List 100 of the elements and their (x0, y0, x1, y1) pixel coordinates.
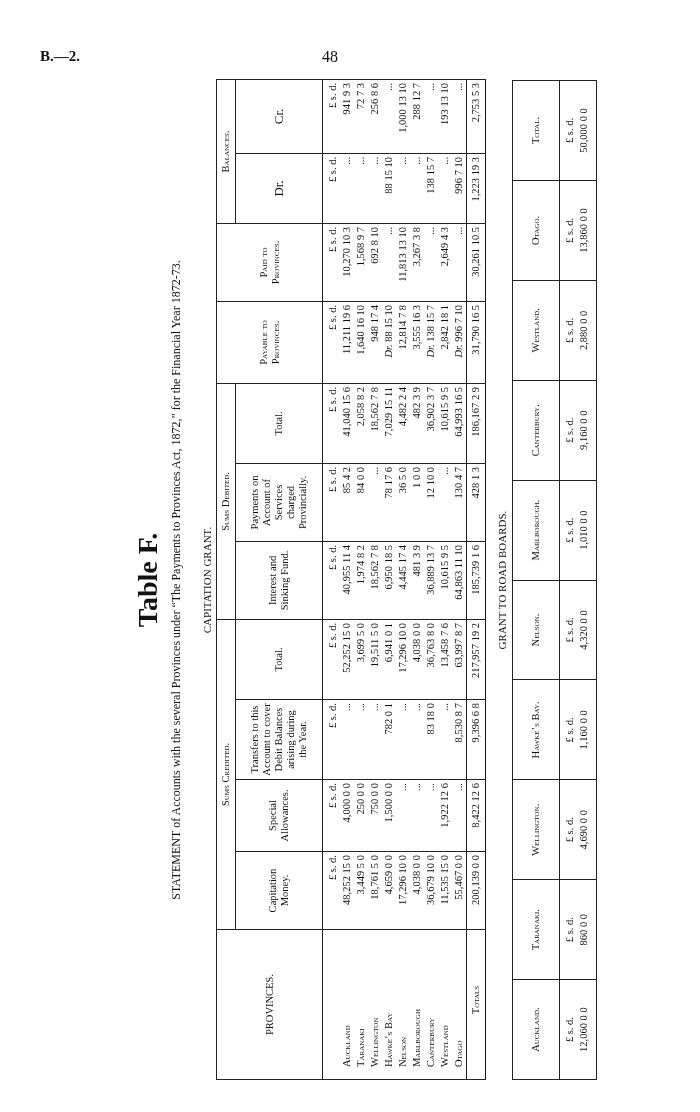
table-cell: 130 4 7 (452, 463, 467, 542)
table-cell: 13,860 0 0 (577, 180, 597, 281)
table-cell: 4,038 0 0 (410, 851, 424, 930)
table-cell: 17,296 10 0 (396, 619, 410, 700)
table-cell: 19,511 5 0 (368, 619, 382, 700)
row-header: Marlborough (410, 929, 424, 1080)
table-cell: Dr. 88 15 10 (382, 301, 396, 384)
column-header: Balances. (216, 79, 236, 224)
table-cell: 12,060 0 0 (577, 979, 597, 1080)
table-cell: 63,997 8 7 (452, 619, 467, 700)
table-cell: 17,296 10 0 (396, 851, 410, 930)
table-cell: 84 0 0 (354, 463, 368, 542)
table-cell: 2,058 8 2 (354, 383, 368, 464)
table-cell: 36 5 0 (396, 463, 410, 542)
table-cell: 193 13 10 (438, 79, 452, 154)
column-header: Wellington. (512, 779, 560, 880)
row-header: Auckland (340, 929, 354, 1080)
table-cell: 52,252 15 0 (340, 619, 354, 700)
column-header: Payments on Account of Services charged Provincially. (235, 463, 323, 542)
table-cell: ... (368, 463, 382, 542)
table-cell: ... (396, 779, 410, 852)
table-cell: 1,568 9 7 (354, 223, 368, 302)
table-cell: 3,449 5 0 (354, 851, 368, 930)
table-cell: 1,640 16 10 (354, 301, 368, 384)
column-header: Paid to Provinces. (216, 223, 323, 302)
table-cell: 36,889 13 7 (424, 541, 438, 620)
table-cell: 860 0 0 (577, 879, 597, 980)
column-header: Marlborough. (512, 480, 560, 581)
table-cell: 31,790 16 5 (466, 301, 486, 384)
row-header: Westland (438, 929, 452, 1080)
table-cell: 55,467 0 0 (452, 851, 467, 930)
table-cell: 250 0 0 (354, 779, 368, 852)
table-cell: ... (340, 699, 354, 780)
table-cell: 18,562 7 8 (368, 383, 382, 464)
table-cell: ... (452, 779, 467, 852)
table-cell: 10,615 9 5 (438, 383, 452, 464)
table-cell: 12,814 7 8 (396, 301, 410, 384)
table-cell: 948 17 4 (368, 301, 382, 384)
table-cell: 36,902 3 7 (424, 383, 438, 464)
table-cell: ... (382, 223, 396, 302)
page-number: 48 (322, 48, 338, 66)
table-cell: 11,813 13 10 (396, 223, 410, 302)
row-header: Hawke’s Bay (382, 929, 396, 1080)
column-header: Nelson. (512, 580, 560, 680)
table-cell: 18,761 5 0 (368, 851, 382, 930)
column-header: PROVINCES. (216, 929, 323, 1080)
table-cell: 72 7 3 (354, 79, 368, 154)
table-cell: 692 8 10 (368, 223, 382, 302)
table-cell: ... (438, 699, 452, 780)
table-cell: 941 9 3 (340, 79, 354, 154)
table-cell: 3,699 5 0 (354, 619, 368, 700)
table-subtitle: STATEMENT of Accounts with the several Provinces under “The Payments to Provinces Act, 1872,” for the Financial Year 1872-73. (169, 260, 184, 900)
column-header: Special Allowances. (235, 779, 323, 852)
table-cell: 7,029 15 11 (382, 383, 396, 464)
table-cell: ... (410, 699, 424, 780)
table-cell: Dr. 996 7 10 (452, 301, 467, 384)
table-cell: 1 0 0 (410, 463, 424, 542)
row-header: Canterbury (424, 929, 438, 1080)
table-cell: 4,482 2 4 (396, 383, 410, 464)
table-cell: ... (396, 699, 410, 780)
table-cell: ... (368, 699, 382, 780)
section-heading: CAPITATION GRANT. (201, 526, 213, 634)
table-cell: ... (438, 153, 452, 224)
table-cell: 481 3 9 (410, 541, 424, 620)
document-code: B.—2. (40, 48, 80, 65)
table-cell: 482 3 9 (410, 383, 424, 464)
table-cell: ... (354, 699, 368, 780)
table-cell: 85 4 2 (340, 463, 354, 542)
table-cell: 288 12 7 (410, 79, 424, 154)
row-header: Nelson (396, 929, 410, 1080)
unit-header: £ s. d. (322, 223, 340, 302)
table-cell: 88 15 10 (382, 153, 396, 224)
unit-header: £ s. d. (322, 79, 340, 154)
row-header: Totals (466, 929, 486, 1080)
table-cell: 1,974 8 2 (354, 541, 368, 620)
unit-header: £ s. d. (322, 463, 340, 542)
table-cell: 11,211 19 6 (340, 301, 354, 384)
table-cell: 3,555 16 3 (410, 301, 424, 384)
table-cell: 256 8 6 (368, 79, 382, 154)
table-cell: ... (368, 153, 382, 224)
table-cell: 30,261 10 5 (466, 223, 486, 302)
table-cell: 40,955 11 4 (340, 541, 354, 620)
column-header: Interest and Sinking Fund. (235, 541, 323, 620)
table-cell: ... (452, 79, 467, 154)
row-header: Wellington (368, 929, 382, 1080)
table-cell: 2,649 4 3 (438, 223, 452, 302)
unit-header: £ s. d. (322, 779, 340, 852)
table-cell: ... (424, 79, 438, 154)
table-cell: 11,535 15 0 (438, 851, 452, 930)
table-title: Table F. (132, 532, 164, 628)
table-cell: 1,000 13 10 (396, 79, 410, 154)
table-cell: 2,842 18 1 (438, 301, 452, 384)
table-cell: 1,160 0 0 (577, 679, 597, 780)
column-header: Westland. (512, 280, 560, 381)
unit-header: £ s. d. (559, 979, 577, 1080)
column-header: Canterbury. (512, 380, 560, 481)
table-cell: 4,659 0 0 (382, 851, 396, 930)
table-cell: 13,458 7 6 (438, 619, 452, 700)
table-cell: 996 7 10 (452, 153, 467, 224)
column-header: Auckland. (512, 979, 560, 1080)
